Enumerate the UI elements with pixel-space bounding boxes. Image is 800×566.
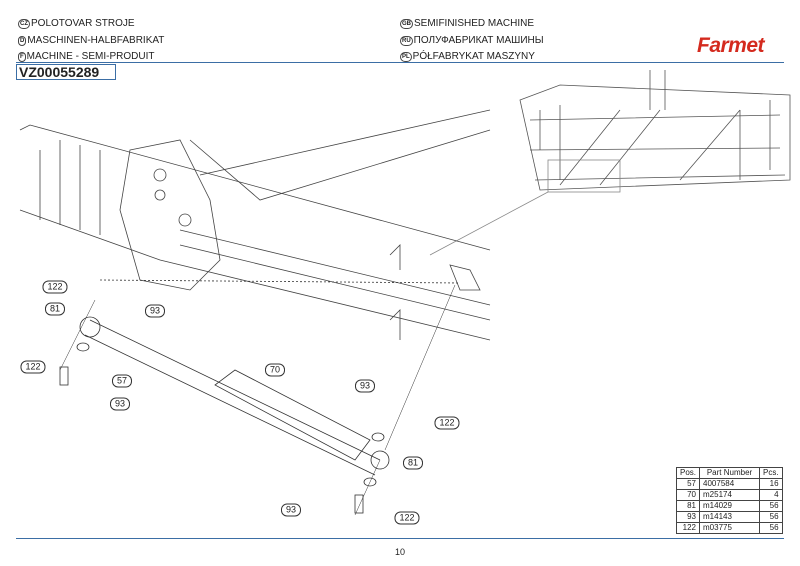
callout-122: 122: [394, 511, 420, 525]
title-text: ПОЛУФАБРИКАТ МАШИНЫ: [413, 35, 544, 46]
callout-81: 81: [44, 302, 66, 316]
logo-text: Farmet: [697, 34, 765, 57]
title-text: PÓŁFABRYKAT MASZYNY: [412, 51, 535, 62]
callout-70: 70: [264, 363, 286, 377]
callout-122: 122: [20, 360, 46, 374]
cell: 56: [759, 511, 783, 523]
cell: m03775: [699, 522, 761, 534]
title-text: POLOTOVAR STROJE: [31, 18, 135, 29]
col-pcs: Pcs.: [759, 467, 783, 479]
cell: 16: [759, 478, 783, 490]
farmet-logo: Farmet: [697, 34, 765, 58]
callout-93: 93: [354, 379, 376, 393]
overview-inset: [429, 70, 791, 256]
cell: 56: [759, 500, 783, 512]
flag-icon: F: [18, 51, 26, 62]
cell: 122: [675, 522, 701, 534]
cell: 81: [675, 500, 701, 512]
cell: m14143: [699, 511, 761, 523]
flag-icon: RU: [400, 35, 413, 46]
cell: m25174: [699, 489, 761, 501]
col-pos: Pos.: [675, 467, 701, 479]
cell: 56: [759, 522, 783, 534]
cell: 93: [675, 511, 701, 523]
cell: 4007584: [699, 478, 761, 490]
title-text: MACHINE - SEMI-PRODUIT: [26, 51, 155, 62]
assembly-code: VZ00055289: [16, 64, 116, 80]
callout-93: 93: [144, 304, 166, 318]
callout-81: 81: [402, 456, 424, 470]
page-number: 10: [394, 547, 405, 557]
callout-57: 57: [111, 374, 133, 388]
flag-icon: CZ: [18, 18, 30, 29]
flag-icon: GB: [400, 18, 413, 29]
cell: 4: [759, 489, 783, 501]
callout-122: 122: [434, 416, 460, 430]
cell: m14029: [699, 500, 761, 512]
flag-icon: PL: [400, 51, 412, 62]
header-divider: [16, 62, 784, 63]
hydraulic-cylinder: [59, 279, 461, 516]
callout-93: 93: [109, 397, 131, 411]
footer-divider: [16, 538, 784, 539]
cell: 70: [675, 489, 701, 501]
frame-detail: [19, 109, 491, 341]
callout-122: 122: [42, 280, 68, 294]
col-part-number: Part Number: [699, 467, 761, 479]
flag-icon: D: [18, 35, 27, 46]
title-text: MASCHINEN-HALBFABRIKAT: [27, 35, 165, 46]
callout-93: 93: [280, 503, 302, 517]
cell: 57: [675, 478, 701, 490]
title-text: SEMIFINISHED MACHINE: [414, 18, 535, 29]
